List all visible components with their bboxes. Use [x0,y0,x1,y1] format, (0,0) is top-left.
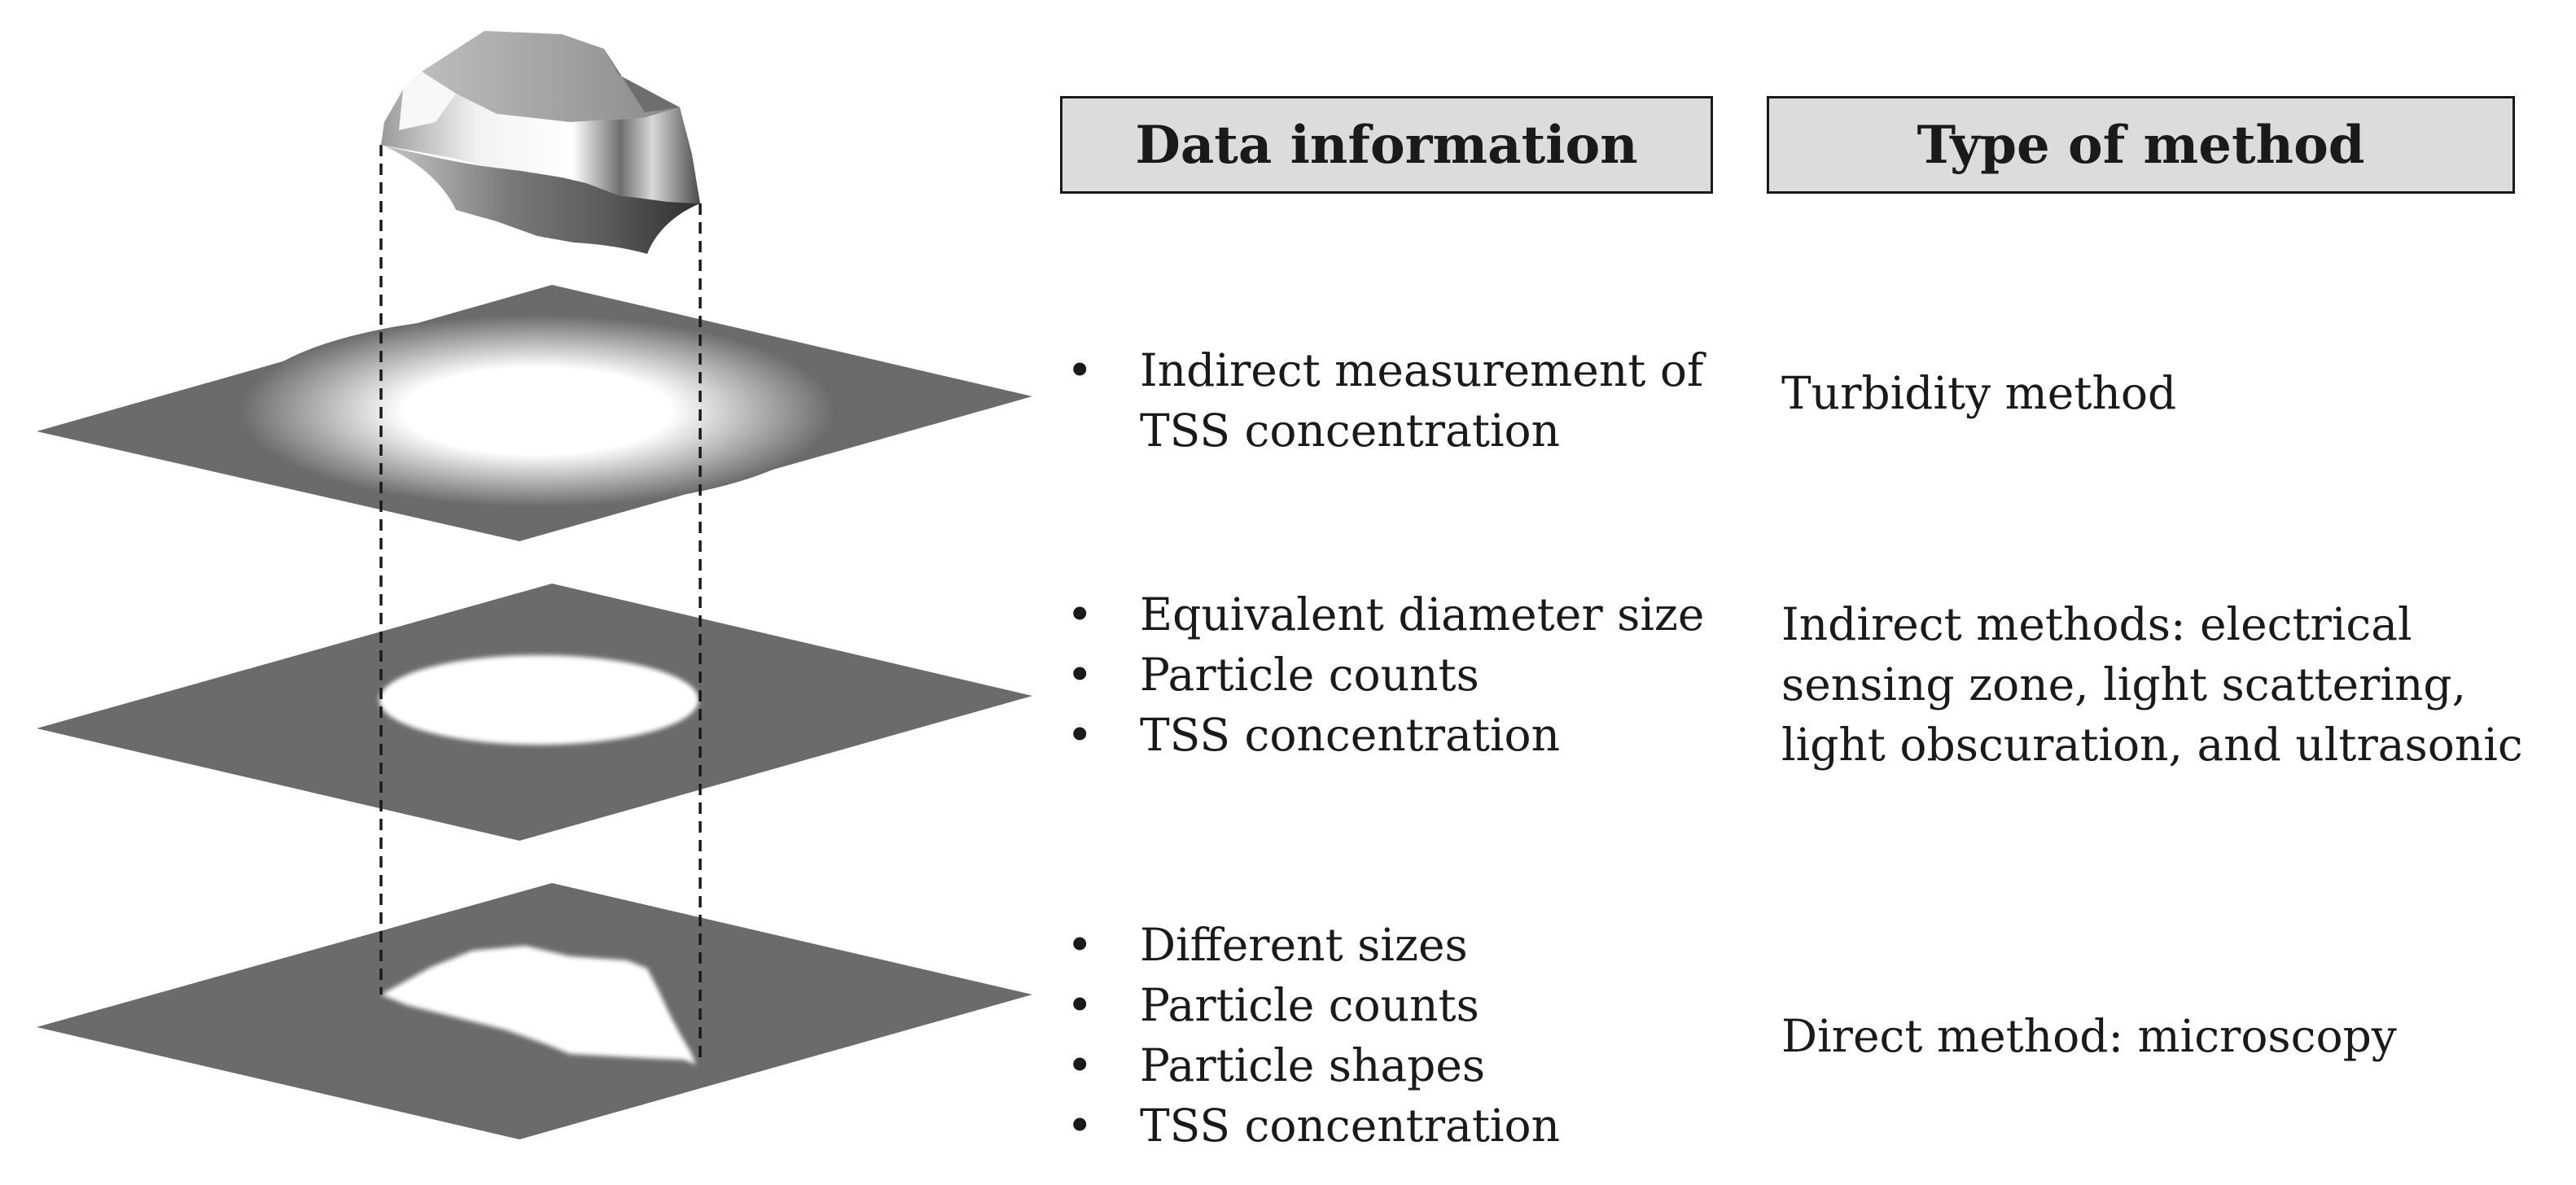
data-item: Equivalent diameter size [1058,584,1775,645]
header-type-of-method-label: Type of method [1917,114,2365,176]
header-data-information-label: Data information [1135,114,1638,176]
method-indirect: Indirect methods: electrical sensing zon… [1781,598,2523,771]
data-item: Different sizes [1058,915,1775,975]
data-list-turbidity: Indirect measurement of TSS concentratio… [1058,340,1775,461]
particle-3d-shape [381,31,700,254]
data-item: Particle shapes [1058,1035,1775,1095]
data-item: TSS concentration [1058,1095,1775,1156]
plane-turbidity [37,285,1032,541]
header-data-information: Data information [1060,96,1713,194]
particle-projection-illustration [37,31,1032,1139]
plane-particle-shape [37,883,1032,1139]
data-list-indirect-methods: Equivalent diameter size Particle counts… [1058,584,1775,765]
data-item: Particle counts [1058,975,1775,1035]
plane-equivalent-diameter [37,584,1032,841]
data-item: Particle counts [1058,645,1775,705]
data-list-direct-method: Different sizes Particle counts Particle… [1058,915,1775,1156]
method-direct: Direct method: microscopy [1781,1010,2397,1062]
data-item: Indirect measurement of TSS concentratio… [1058,340,1775,461]
projection-lines [379,145,702,1058]
method-turbidity: Turbidity method [1781,367,2177,419]
header-type-of-method: Type of method [1767,96,2515,194]
data-item: TSS concentration [1058,705,1775,765]
